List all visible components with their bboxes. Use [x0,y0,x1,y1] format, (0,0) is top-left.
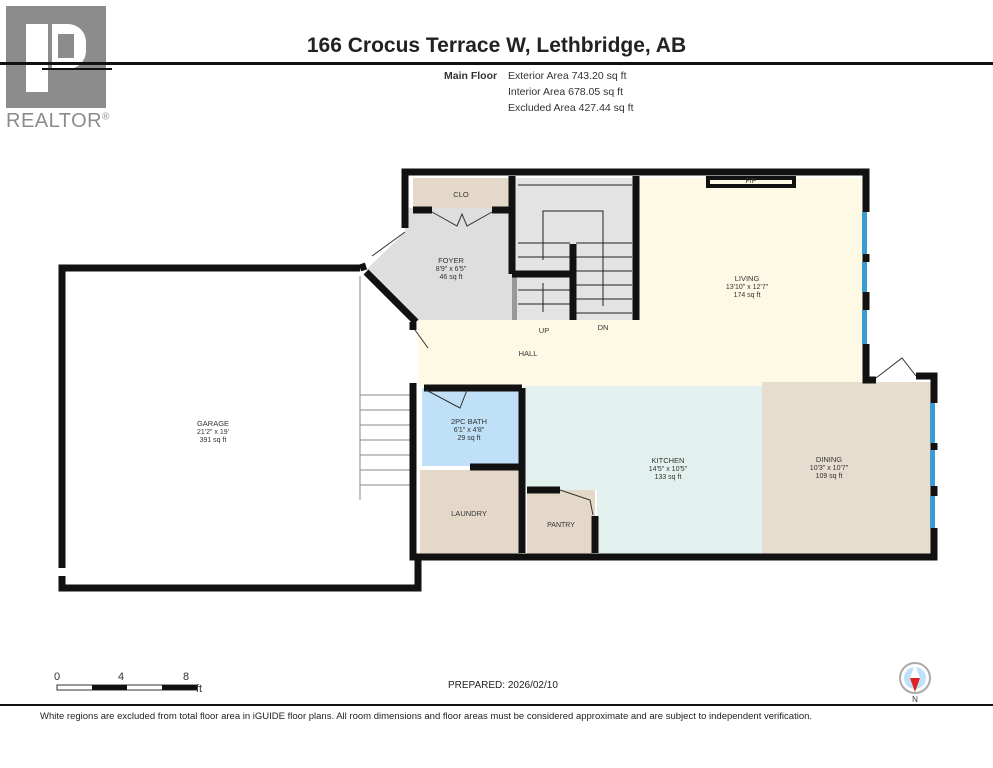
foyer-label: FOYER [438,256,464,265]
walls [58,168,938,592]
kitchen-fill [524,386,762,554]
kitchen-dims: 14'5" x 10'5" [649,466,688,473]
scale-bar [56,684,198,691]
dining-label: DINING [816,455,842,464]
scale-tick-8: 8 [183,671,189,683]
laundry-fill [420,470,522,554]
excluded-area: Excluded Area 427.44 sq ft [508,102,634,114]
garage-dims: 21'2" x 19' [197,429,229,436]
prepared-date: PREPARED: 2026/02/10 [448,680,558,691]
foyer-area: 46 sq ft [440,274,463,281]
pantry-label: PANTRY [547,522,575,529]
kitchen-label: KITCHEN [652,456,685,465]
living-area: 174 sq ft [734,292,761,299]
stair-rail [512,276,517,320]
laundry-label: LAUNDRY [451,509,487,518]
scale-unit: ft [196,683,202,695]
pantry-fill [527,487,595,554]
dining-fill [762,382,932,554]
floor-name: Main Floor [444,70,498,82]
kitchen-area: 133 sq ft [655,474,682,481]
registered-mark: ® [102,111,110,123]
realtor-r-mark [6,6,112,108]
garage-label: GARAGE [197,419,229,428]
garage-area: 391 sq ft [200,437,227,444]
interior-area: Interior Area 678.05 sq ft [508,86,623,98]
scale-tick-4: 4 [118,671,124,683]
compass-north-label: N [912,695,918,704]
living-dims: 13'10" x 12'7" [726,284,769,291]
dining-area: 109 sq ft [816,473,843,480]
hall-fill [418,320,863,386]
closet-label: CLO [453,190,469,199]
living-label: LIVING [735,274,760,283]
foyer-dims: 8'9" x 6'5" [436,266,467,273]
closet-fill [413,178,510,208]
hall-label: HALL [519,349,538,358]
bath-label: 2PC BATH [451,417,487,426]
footer-divider [0,704,993,706]
realtor-logo: REALTOR® [6,6,112,133]
stairs-up-label: UP [539,326,549,335]
fireplace-label: F/P [746,178,757,185]
bath-area: 29 sq ft [458,435,481,442]
bath-fill [422,388,522,466]
door-swings [371,211,917,516]
dining-dims: 10'3" x 10'7" [810,465,849,472]
foyer-fill [366,208,512,322]
scale-tick-0: 0 [54,671,60,683]
stairs [359,184,632,500]
bath-dims: 6'1" x 4'8" [454,427,485,434]
disclaimer: White regions are excluded from total fl… [40,711,813,722]
property-address-title: 166 Crocus Terrace W, Lethbridge, AB [306,34,687,57]
exterior-area: Exterior Area 743.20 sq ft [508,70,627,82]
header-divider [0,62,993,65]
realtor-wordmark: REALTOR [6,110,103,132]
stairs-down-label: DN [598,323,609,332]
compass-icon [899,662,931,694]
